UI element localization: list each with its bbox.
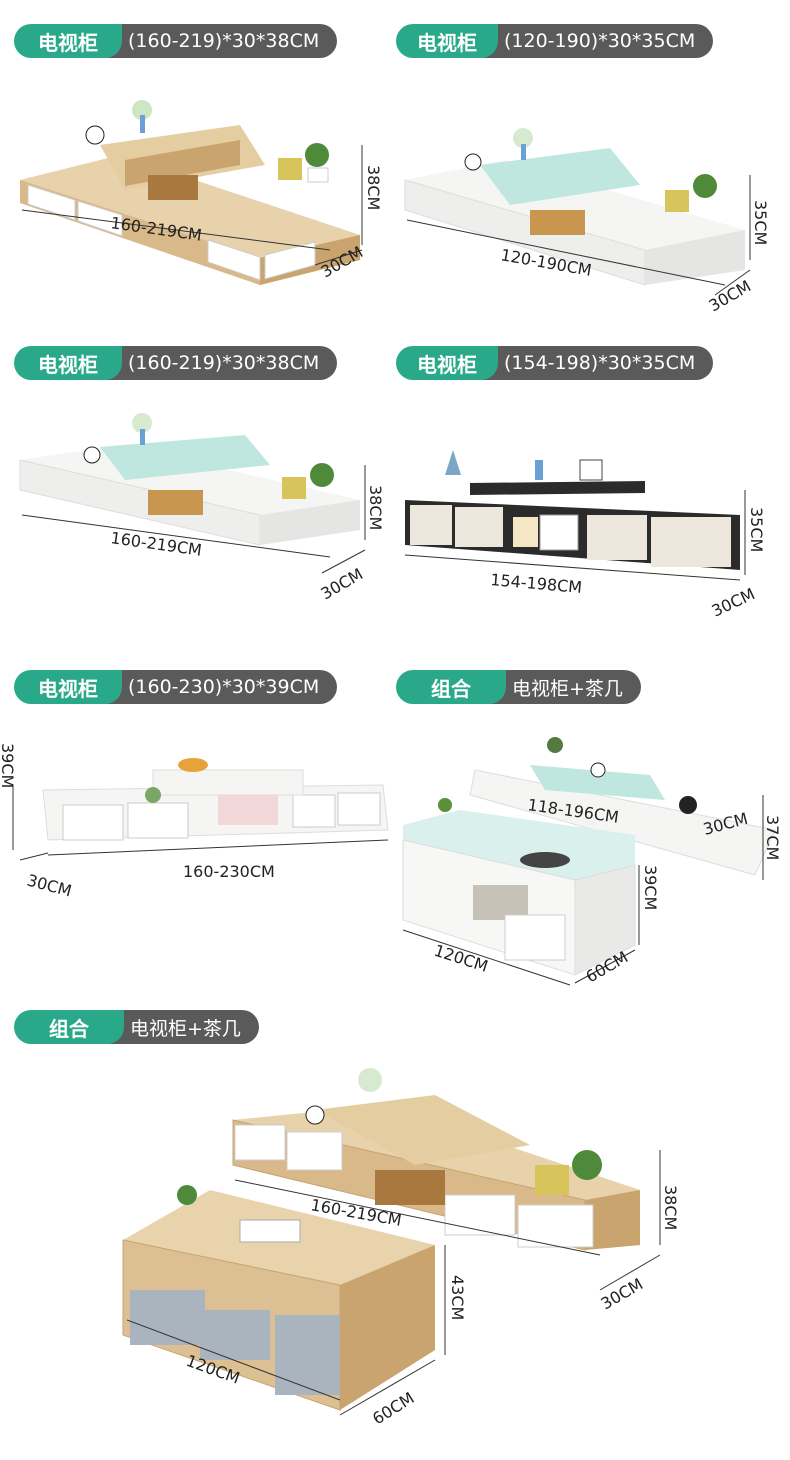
size-tag-4: 电视柜 (154-198)*30*35CM (396, 346, 714, 380)
depth-label: 30CM (318, 564, 367, 603)
height-label: 38CM (366, 485, 385, 530)
tv-cabinet-wood-image: 160-219CM 38CM 30CM (10, 80, 390, 300)
tv-cabinet-black-white-image: 154-198CM 35CM 30CM (395, 445, 780, 625)
height-label: 35CM (747, 507, 766, 552)
height-label: 35CM (751, 200, 770, 245)
size-tag-3: 电视柜 (160-219)*30*38CM (14, 346, 338, 380)
cabinet-height-label: 38CM (661, 1185, 680, 1230)
size-label: (154-198)*30*35CM (482, 346, 714, 380)
tv-cabinet-white-floral-image: 39CM 160-230CM 30CM (0, 743, 393, 901)
depth-label: 30CM (25, 871, 74, 901)
category-label: 电视柜 (396, 24, 498, 58)
combo-wood-image: 160-219CM 38CM 30CM 120CM 60CM 43CM (115, 1068, 685, 1445)
size-label: (160-219)*30*38CM (106, 346, 338, 380)
size-label: (120-190)*30*35CM (482, 24, 714, 58)
combo-tag-2: 组合 电视柜+茶几 (14, 1010, 259, 1044)
category-label: 组合 (396, 670, 506, 704)
size-label: 电视柜+茶几 (490, 670, 641, 704)
cabinet-height-label: 37CM (763, 815, 782, 860)
size-label: (160-230)*30*39CM (106, 670, 338, 704)
height-label: 38CM (364, 165, 383, 210)
category-label: 电视柜 (14, 346, 122, 380)
size-tag-5: 电视柜 (160-230)*30*39CM (14, 670, 338, 704)
category-label: 组合 (14, 1010, 124, 1044)
category-label: 电视柜 (396, 346, 498, 380)
size-tag-2: 电视柜 (120-190)*30*35CM (396, 24, 714, 58)
cabinet-depth-label: 30CM (598, 1274, 647, 1313)
table-height-label: 43CM (448, 1275, 467, 1320)
size-label: (160-219)*30*38CM (106, 24, 338, 58)
combo-tag-1: 组合 电视柜+茶几 (396, 670, 641, 704)
height-label: 39CM (0, 743, 17, 788)
category-label: 电视柜 (14, 24, 122, 58)
width-label: 154-198CM (490, 570, 583, 597)
size-tag-1: 电视柜 (160-219)*30*38CM (14, 24, 338, 58)
table-width-label: 120CM (432, 941, 491, 976)
table-height-label: 39CM (641, 865, 660, 910)
depth-label: 30CM (709, 584, 758, 620)
width-label: 160-230CM (183, 862, 275, 881)
tv-cabinet-white-glass-image: 120-190CM 35CM 30CM (395, 110, 780, 325)
category-label: 电视柜 (14, 670, 122, 704)
tv-cabinet-white-glass-image-2: 160-219CM 38CM 30CM (10, 405, 390, 615)
size-label: 电视柜+茶几 (108, 1010, 259, 1044)
combo-white-glass-image: 118-196CM 30CM 37CM 120CM 60CM 39CM (395, 735, 785, 990)
